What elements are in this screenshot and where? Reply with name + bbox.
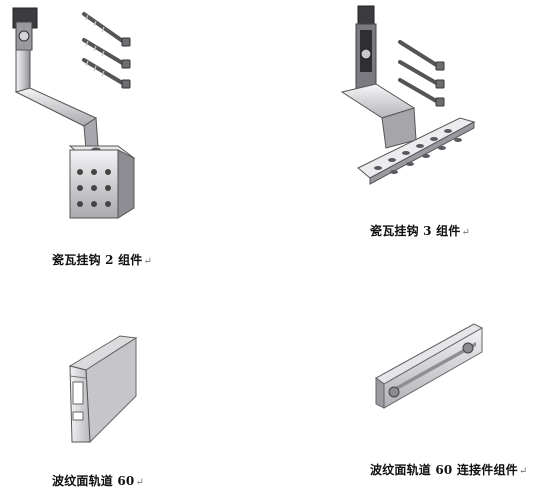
- caption-text: 波纹面轨道 60 连接件组件: [370, 463, 518, 477]
- return-mark-icon: ↵: [143, 256, 153, 267]
- tile-hook-2-illustration: [12, 7, 136, 219]
- caption-text: 瓷瓦挂钩 3 组件: [370, 224, 461, 238]
- tile-hook-3-illustration: [340, 5, 476, 185]
- return-mark-icon: ↵: [461, 227, 471, 238]
- caption-text: 波纹面轨道 60: [52, 474, 135, 488]
- caption-text: 瓷瓦挂钩 2 组件: [52, 253, 143, 267]
- caption-tile-hook-2: 瓷瓦挂钩 2 组件↵: [52, 251, 152, 268]
- return-mark-icon: ↵: [518, 466, 528, 477]
- caption-rail-60-connector: 波纹面轨道 60 连接件组件↵: [370, 461, 527, 478]
- corrugated-rail-60-illustration: [68, 335, 138, 444]
- caption-corrugated-rail-60: 波纹面轨道 60↵: [52, 472, 144, 489]
- caption-tile-hook-3: 瓷瓦挂钩 3 组件↵: [370, 222, 470, 239]
- rail-connector-assembly-illustration: [375, 323, 484, 409]
- return-mark-icon: ↵: [135, 477, 145, 488]
